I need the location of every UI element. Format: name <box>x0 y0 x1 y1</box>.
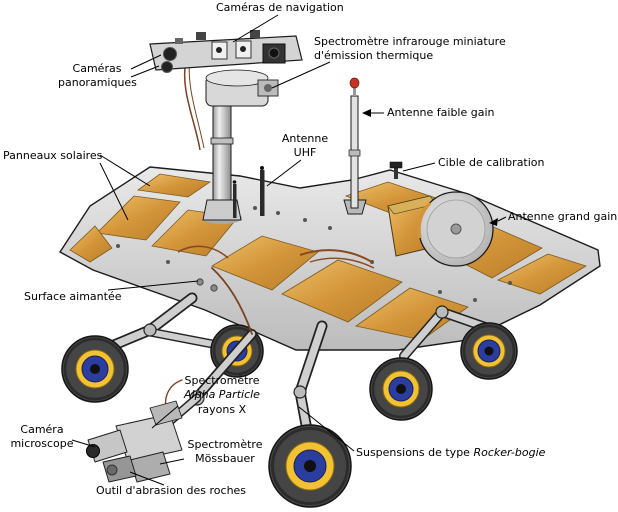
uhf-antenna <box>232 166 265 218</box>
label-microscope-camera: Caméra microscope <box>8 423 76 452</box>
label-suspension-prefix: Suspensions de type <box>356 446 474 459</box>
solar-panel-deck <box>59 166 601 351</box>
label-suspension-type: Rocker-bogie <box>473 446 546 459</box>
label-uhf-antenna: Antenne UHF <box>278 132 332 161</box>
mini-tes-instrument <box>257 79 279 97</box>
label-line: Spectromètre <box>187 438 263 451</box>
high-gain-antenna <box>387 191 494 267</box>
wheel <box>460 322 518 380</box>
rocker-bogie-suspension <box>96 292 493 436</box>
label-line: Spectromètre <box>184 374 260 387</box>
camera-mast <box>149 30 303 224</box>
label-line: rayons X <box>197 402 247 416</box>
label-suspension: Suspensions de type Rocker-bogie <box>356 446 545 460</box>
leader-lines <box>71 14 507 486</box>
label-line: UHF <box>293 146 317 160</box>
magnet-surface-area <box>196 278 218 292</box>
wheels <box>61 322 518 508</box>
label-rock-abrasion-tool: Outil d'abrasion des roches <box>96 484 247 497</box>
panoramic-cameras <box>161 47 177 73</box>
label-line: panoramiques <box>58 76 137 90</box>
label-line: Alpha Particle <box>184 388 260 402</box>
label-high-gain-antenna: Antenne grand gain <box>508 210 618 223</box>
label-apxs: Spectromètre Alpha Particle rayons X <box>180 374 264 417</box>
wheel <box>61 335 129 403</box>
label-line: Caméra <box>20 423 64 436</box>
label-line: Antenne <box>281 132 329 145</box>
wheel <box>369 357 433 421</box>
label-calibration-target: Cible de calibration <box>438 156 545 169</box>
robotic-arm <box>86 267 257 483</box>
label-line: Spectromètre infrarouge miniature <box>314 35 506 48</box>
label-panoramic-cameras: Caméras panoramiques <box>58 62 137 91</box>
wheel <box>268 424 352 508</box>
microscope-camera <box>86 429 128 463</box>
apxs-instrument <box>149 400 183 426</box>
low-gain-antenna <box>343 77 367 215</box>
label-line: Mössbauer <box>195 452 255 466</box>
leader-arrowheads <box>362 109 498 226</box>
label-magnet-surface: Surface aimantée <box>24 290 122 303</box>
calibration-target <box>389 161 403 179</box>
label-solar-panels: Panneaux solaires <box>3 149 103 162</box>
label-line: Caméras <box>72 62 122 75</box>
navigation-cameras <box>211 40 252 60</box>
rock-abrasion-tool <box>102 455 137 483</box>
label-low-gain-antenna: Antenne faible gain <box>387 106 495 119</box>
label-line: microscope <box>10 437 74 451</box>
label-line: d'émission thermique <box>314 49 434 63</box>
label-navigation-cameras: Caméras de navigation <box>216 1 344 14</box>
label-mossbauer: Spectromètre Mössbauer <box>184 438 266 467</box>
label-mini-tes: Spectromètre infrarouge miniature d'émis… <box>314 35 506 64</box>
